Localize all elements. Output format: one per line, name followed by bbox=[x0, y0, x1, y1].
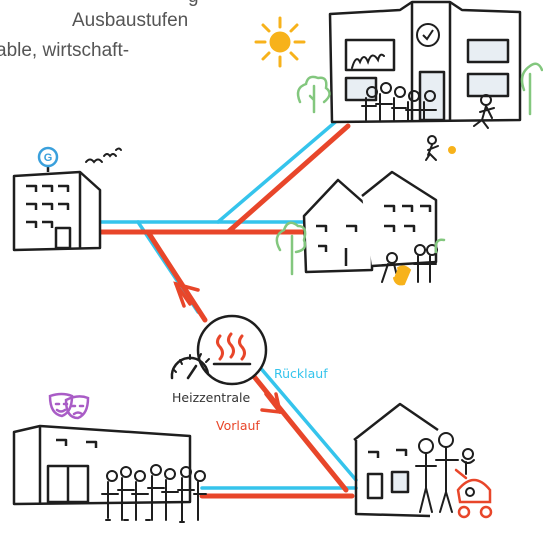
hall-crowd bbox=[101, 464, 207, 523]
tree-icon bbox=[275, 221, 446, 276]
house-residents bbox=[381, 244, 438, 286]
school-people bbox=[351, 53, 495, 161]
tree-icon bbox=[296, 62, 543, 116]
birds-icon bbox=[85, 147, 122, 164]
family-house bbox=[353, 402, 439, 518]
pressure-gauge-icon bbox=[170, 353, 210, 380]
arrow-down-right-icon bbox=[260, 392, 283, 415]
heating-center bbox=[170, 314, 268, 386]
stroller-icon bbox=[454, 468, 493, 519]
sun-icon bbox=[254, 16, 306, 68]
intro-text-line-2: Ausbaustufen bbox=[72, 10, 189, 31]
arrow-up-left-icon bbox=[173, 281, 200, 308]
family-people bbox=[415, 432, 475, 513]
office-logo-letter: G bbox=[44, 152, 53, 164]
pipe-network bbox=[97, 116, 358, 499]
heat-waves-icon bbox=[212, 332, 252, 366]
office-building bbox=[12, 146, 102, 252]
clock-icon bbox=[416, 23, 440, 47]
culture-hall bbox=[12, 424, 192, 506]
residential-houses bbox=[302, 170, 438, 274]
supply-label: Vorlauf bbox=[216, 418, 260, 433]
return-label: Rücklauf bbox=[274, 366, 328, 381]
intro-text-line-3: able, wirtschaft- bbox=[0, 40, 130, 61]
heating-center-label: Heizzentrale bbox=[172, 390, 251, 405]
intro-text-line-1: g bbox=[188, 0, 199, 8]
theatre-masks-icon bbox=[48, 392, 90, 420]
supply-pipes bbox=[97, 123, 355, 499]
